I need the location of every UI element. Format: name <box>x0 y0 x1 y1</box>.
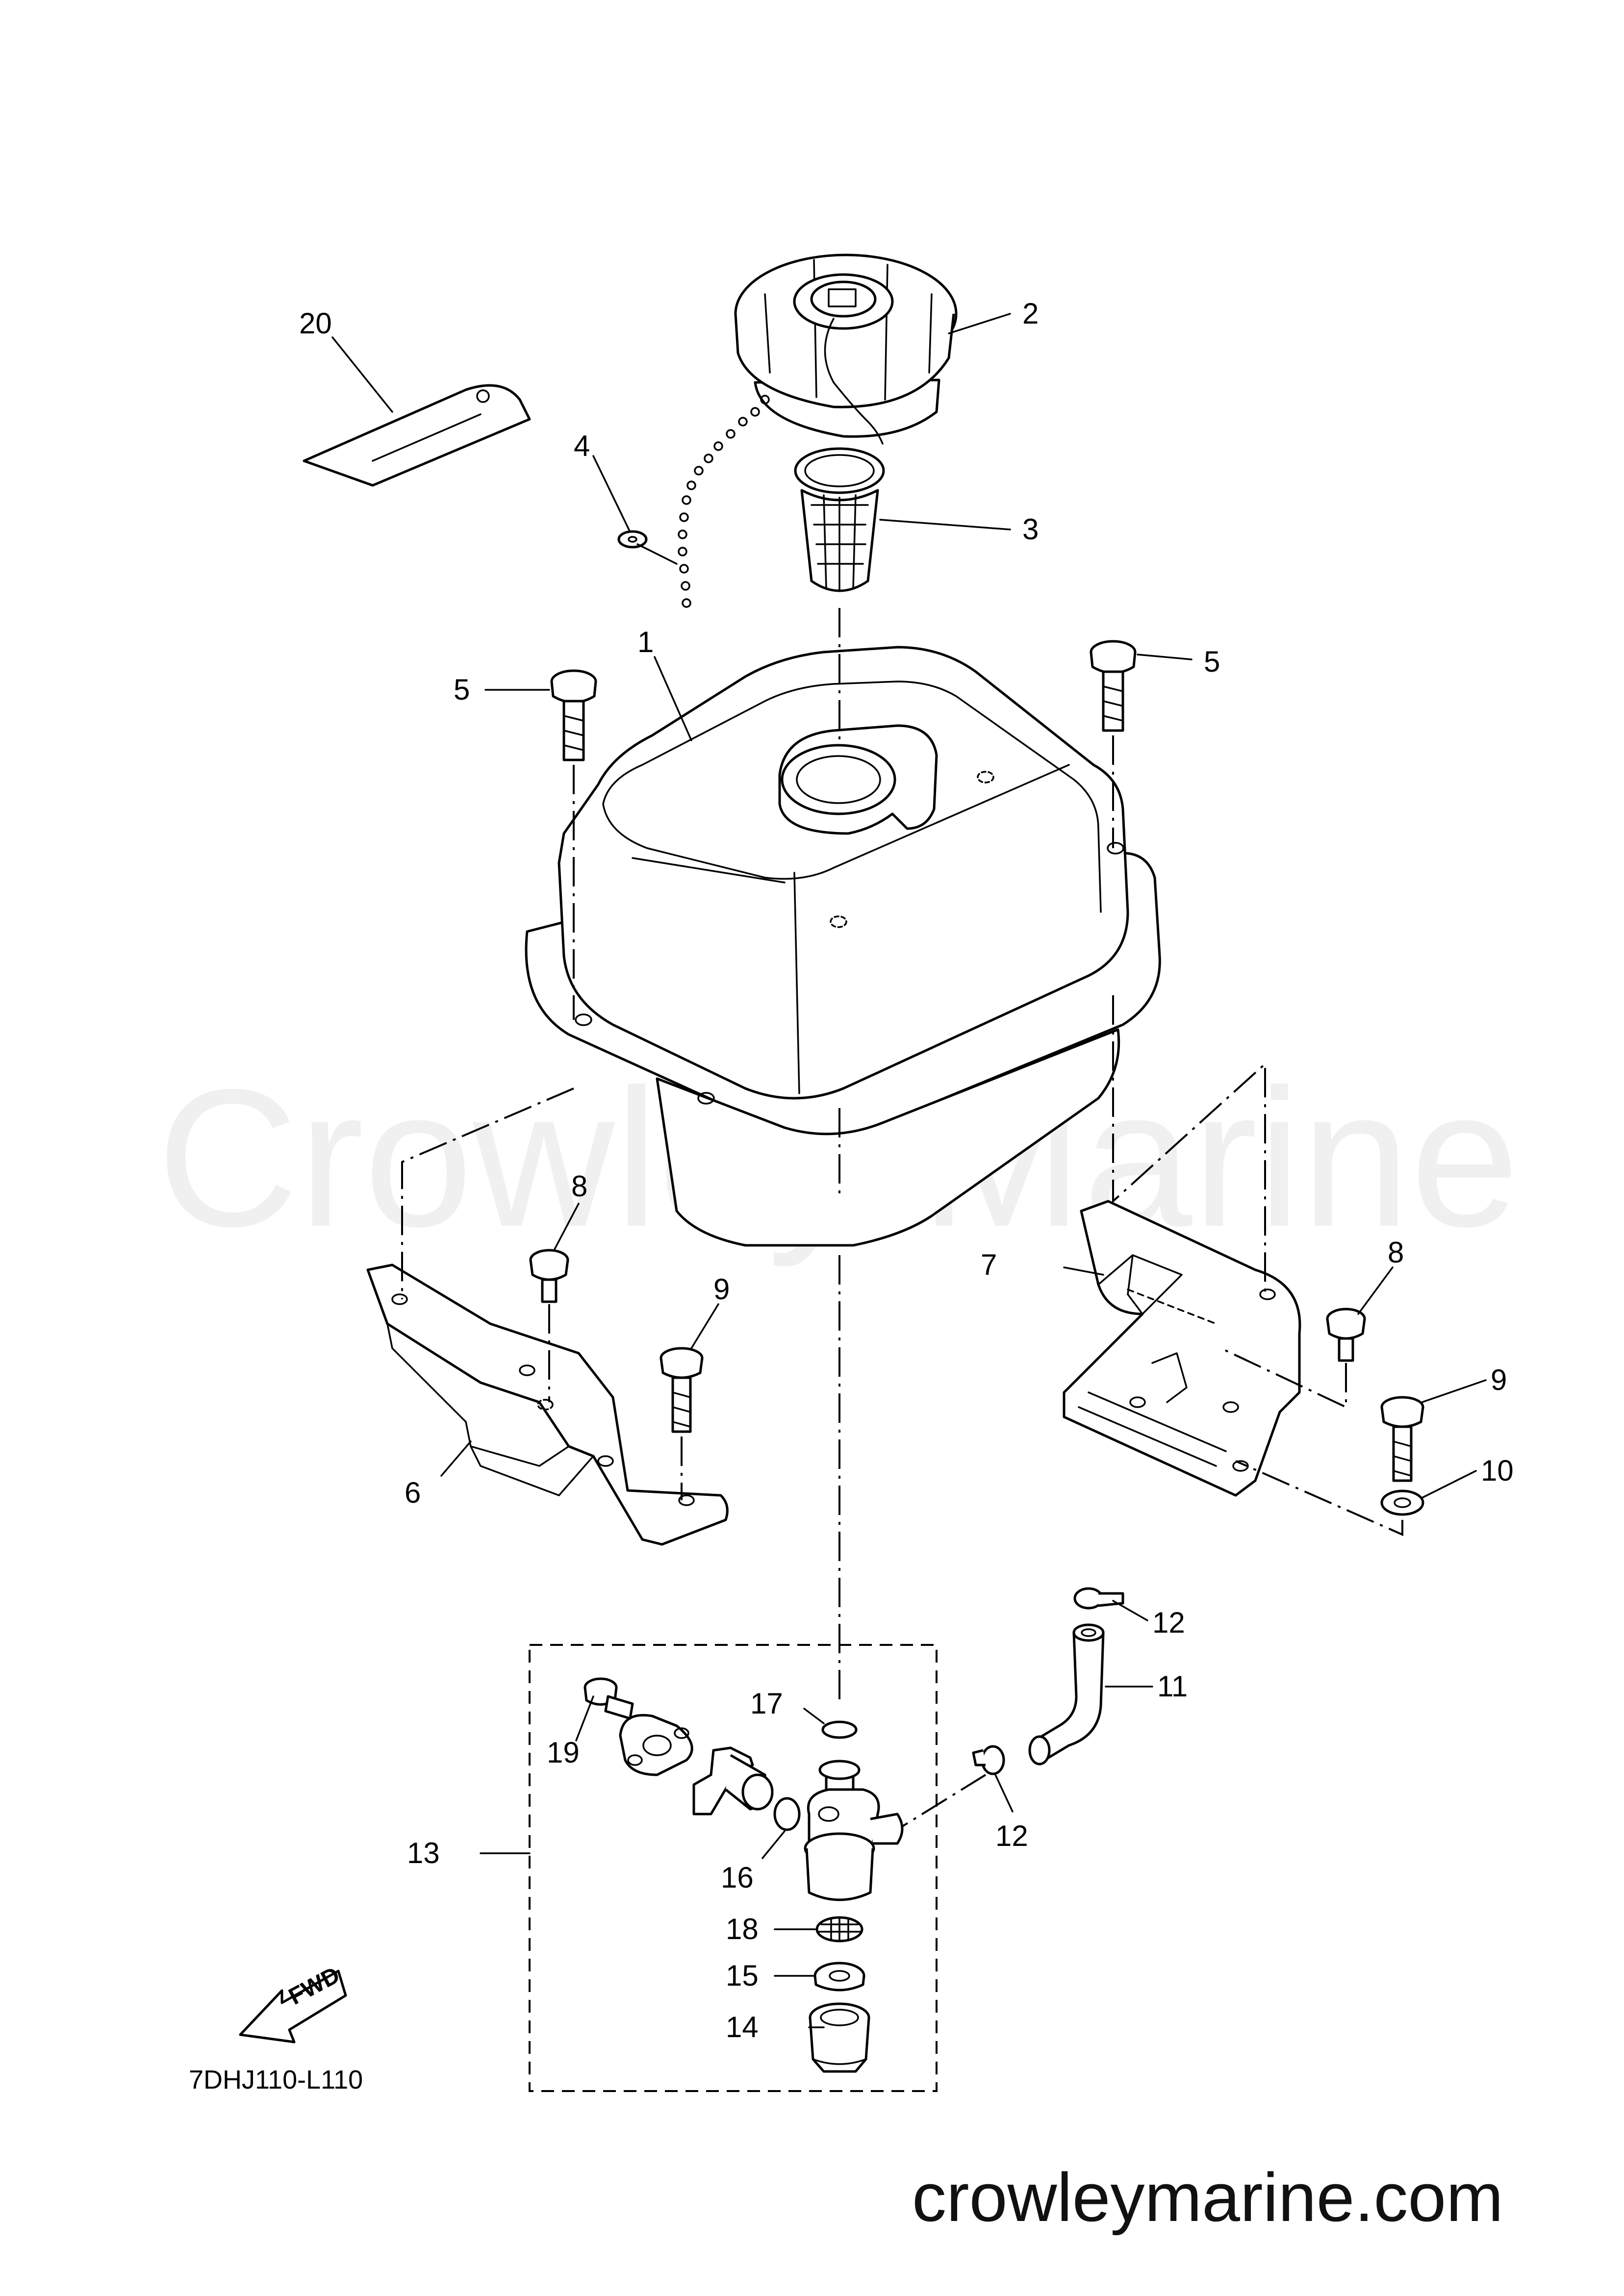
bolt-left <box>550 669 597 761</box>
leader-lines <box>331 313 1487 2028</box>
fuel-cock-lever <box>692 1746 774 1816</box>
callout-1: 1 <box>637 626 654 658</box>
callout-14: 14 <box>726 2011 759 2044</box>
small-washer <box>617 530 648 549</box>
bracket-right <box>1063 1200 1301 1497</box>
callout-12-upper: 12 <box>1152 1606 1185 1639</box>
callout-10: 10 <box>1481 1454 1514 1487</box>
bolt-9-right <box>1380 1396 1424 1482</box>
fuel-tank <box>525 646 1161 1247</box>
tether-chain-icon <box>678 395 770 608</box>
o-ring-16 <box>773 1797 801 1831</box>
bolt-9-left <box>660 1347 704 1433</box>
callout-16: 16 <box>721 1861 754 1894</box>
callout-8-left: 8 <box>571 1170 587 1203</box>
site-url: crowleymarine.com <box>912 2159 1503 2236</box>
callouts: 2 3 4 20 1 5 5 7 8 8 9 9 10 6 11 12 12 1… <box>299 297 1514 2044</box>
bracket-left <box>366 1263 729 1546</box>
grommet-left <box>529 1249 569 1303</box>
callout-9-right: 9 <box>1491 1363 1507 1396</box>
callout-3: 3 <box>1022 513 1039 546</box>
callout-15: 15 <box>726 1959 759 1992</box>
cup-14 <box>809 2002 870 2073</box>
callout-2: 2 <box>1022 297 1039 330</box>
callout-18: 18 <box>726 1913 759 1945</box>
fwd-arrow-icon: FWD <box>239 1962 347 2044</box>
fuel-cap <box>678 253 958 608</box>
callout-9-left: 9 <box>713 1273 730 1306</box>
callout-11: 11 <box>1157 1670 1188 1703</box>
washer-10 <box>1380 1489 1424 1516</box>
retaining-plate <box>619 1714 693 1776</box>
fuel-cock-assembly-box <box>529 1644 938 2092</box>
diagram-code: 7DHJ110-L110 <box>189 2065 363 2094</box>
callout-5-right: 5 <box>1204 645 1220 678</box>
callout-8-right: 8 <box>1388 1236 1404 1269</box>
gasket-15 <box>813 1962 865 1992</box>
label-part <box>303 384 531 487</box>
grommet-right <box>1326 1308 1366 1362</box>
strainer <box>794 447 885 592</box>
callout-17: 17 <box>750 1687 783 1720</box>
bolt-right <box>1090 640 1137 732</box>
callout-6: 6 <box>405 1476 421 1509</box>
o-ring-17 <box>821 1720 858 1739</box>
screw-19 <box>584 1677 634 1720</box>
clip-upper <box>1073 1587 1124 1610</box>
clip-lower <box>972 1745 1005 1775</box>
callout-19: 19 <box>547 1736 580 1769</box>
callout-5-left: 5 <box>454 673 470 706</box>
callout-20: 20 <box>299 307 332 340</box>
fuel-cock <box>804 1760 904 1901</box>
alignment-lines <box>401 608 1403 1840</box>
fuel-hose <box>1028 1623 1105 1766</box>
callout-12-lower: 12 <box>995 1819 1028 1852</box>
callout-7: 7 <box>981 1248 997 1281</box>
callout-4: 4 <box>574 429 590 462</box>
filter-18 <box>815 1916 863 1943</box>
callout-13: 13 <box>407 1837 440 1869</box>
